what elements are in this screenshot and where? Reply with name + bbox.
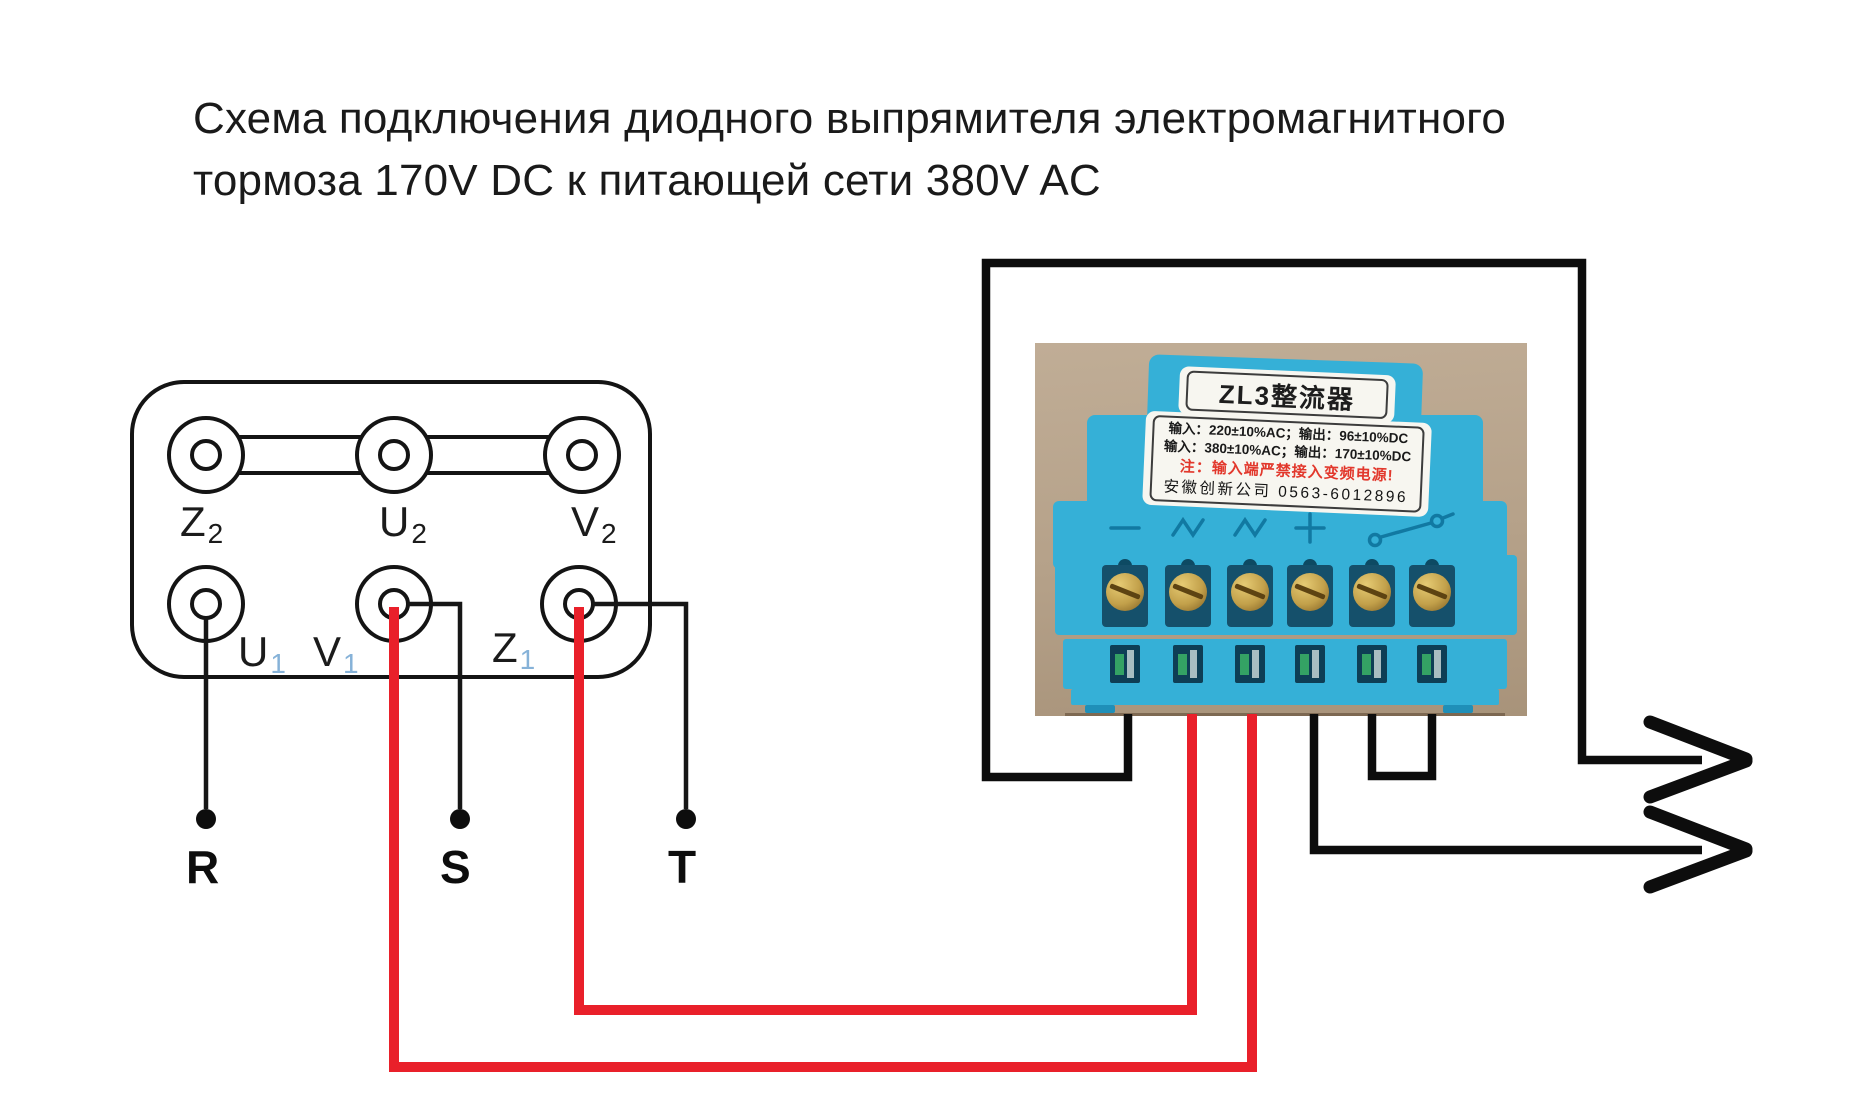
terminal-screw	[1169, 573, 1207, 611]
module-bottom-lip	[1071, 689, 1499, 705]
phase-t-lead	[593, 601, 689, 809]
terminal-screw	[1353, 573, 1391, 611]
module-shadow	[1065, 713, 1505, 716]
ac-wave-symbol-icon	[1233, 516, 1267, 539]
red-wire-v1-to-rectifier	[389, 607, 1257, 1072]
terminal-symbols	[1109, 512, 1455, 548]
black-supply-loop	[981, 258, 1702, 782]
terminal-label-v2: V2	[571, 498, 617, 549]
bus-bar-links	[238, 435, 550, 475]
terminal-label-z1: Z1	[492, 624, 536, 675]
arrow-right-icon	[1643, 715, 1753, 804]
switch-symbol-icon	[1367, 512, 1455, 548]
page-title-line2: тормоза 170V DC к питающей сети 380V AC	[193, 156, 1101, 205]
terminal-label-u2: U2	[379, 498, 427, 549]
phase-label-s: S	[440, 841, 471, 893]
phase-label-r: R	[186, 841, 220, 893]
wire-entry-slot	[1110, 645, 1140, 683]
plus-symbol-icon	[1294, 512, 1326, 544]
wire-entry-slot	[1295, 645, 1325, 683]
terminal-screw	[1231, 573, 1269, 611]
wire-entry-slot	[1417, 645, 1447, 683]
black-jumper-u	[1367, 714, 1437, 781]
terminal-label-v1: V1	[313, 628, 359, 679]
phase-t-dot	[676, 809, 696, 829]
rectifier-photo: 输入：220±10%AC；输出：96±10%DC 输入：380±10%AC；输出…	[1035, 343, 1527, 716]
terminal-label-z2: Z2	[180, 498, 224, 549]
terminal-z2-inner	[190, 439, 222, 471]
terminal-u2-inner	[378, 439, 410, 471]
wire-entry-slot	[1357, 645, 1387, 683]
terminal-u1-inner	[190, 588, 222, 620]
phase-r-dot	[196, 809, 216, 829]
wire-entry-slot	[1235, 645, 1265, 683]
terminal-screw	[1413, 573, 1451, 611]
page-title-line1: Схема подключения диодного выпрямителя э…	[193, 94, 1507, 143]
phase-label-t: T	[668, 841, 697, 893]
module-foot	[1085, 705, 1115, 713]
ac-wave-symbol-icon	[1171, 516, 1205, 539]
phase-s-dot	[450, 809, 470, 829]
black-output-wire	[1309, 714, 1702, 855]
terminal-v2-inner	[566, 439, 598, 471]
wire-entry-slot	[1173, 645, 1203, 683]
arrow-right-icon	[1643, 805, 1753, 894]
page-title: Схема подключения диодного выпрямителя э…	[193, 88, 1506, 212]
red-wire-z1-to-rectifier	[574, 607, 1197, 1015]
terminal-label-u1: U1	[238, 628, 286, 679]
phase-s-lead	[408, 601, 463, 809]
terminal-screw	[1291, 573, 1329, 611]
terminal-screw	[1106, 573, 1144, 611]
module-foot	[1443, 705, 1473, 713]
